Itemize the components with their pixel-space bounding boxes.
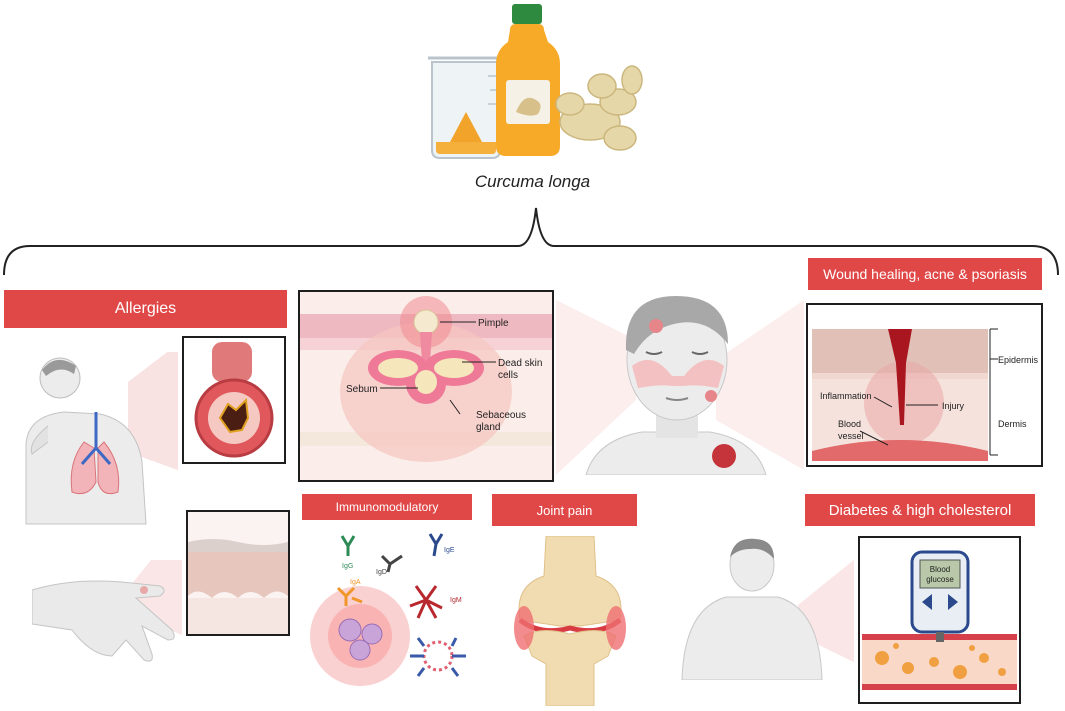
- blood-vessel-label-2: vessel: [838, 431, 864, 441]
- immunomodulatory-banner: Immunomodulatory: [302, 494, 472, 520]
- allergies-banner: Allergies: [4, 290, 287, 328]
- igd-label: IgD: [376, 569, 387, 576]
- epidermis-label: Epidermis: [998, 355, 1039, 365]
- sebaceous-label-2: gland: [476, 422, 500, 433]
- igd-antibody-icon: [380, 554, 403, 573]
- inflammation-label: Inflammation: [820, 391, 872, 401]
- glucose-meter-icon: [910, 550, 970, 642]
- meter-text-2: glucose: [926, 575, 954, 584]
- sebaceous-label: Sebaceous: [476, 410, 526, 421]
- dead-skin-label: Dead skin: [498, 358, 542, 369]
- scratching-hand-illustration: [32, 560, 182, 662]
- glucose-particles: [875, 643, 1006, 679]
- diabetes-banner: Diabetes & high cholesterol: [805, 494, 1035, 526]
- inflamed-airway-illustration: [194, 342, 274, 458]
- antibody-complex-icon: [410, 637, 466, 677]
- iga-antibody-icon: [336, 586, 363, 606]
- wound-skin-panel: Epidermis Dermis Inflammation Injury Blo…: [806, 303, 1043, 467]
- airway-inset: [182, 336, 286, 464]
- diagram-title: Curcuma longa: [474, 172, 591, 191]
- sebum-label: Sebum: [346, 384, 378, 395]
- glucose-meter-panel: Blood glucose: [858, 536, 1021, 704]
- face-psoriasis-illustration: [556, 296, 804, 475]
- bottle-icon: [496, 4, 560, 156]
- wound-healing-banner: Wound healing, acne & psoriasis: [808, 258, 1042, 290]
- obese-person-illustration: [681, 538, 854, 680]
- blood-vessel-label: Blood: [838, 419, 861, 429]
- ginger-root-icon: [555, 65, 643, 151]
- knee-joint-illustration: [514, 536, 626, 706]
- acne-skin-panel: Pimple Dead skin cells Sebum Sebaceous g…: [298, 290, 554, 482]
- meter-text-1: Blood: [930, 565, 950, 574]
- igm-label: IgM: [450, 597, 462, 604]
- pimple-label: Pimple: [478, 318, 509, 329]
- igg-label: IgG: [342, 563, 353, 570]
- skin-layer-inset: [186, 510, 290, 636]
- igg-antibody-icon: [340, 535, 356, 556]
- ige-antibody-icon: [428, 533, 444, 557]
- iga-label: IgA: [350, 579, 361, 586]
- ige-label: IgE: [444, 547, 455, 554]
- dermis-label: Dermis: [998, 419, 1027, 429]
- injury-label: Injury: [942, 401, 965, 411]
- bracket-connector: [3, 207, 1059, 276]
- igm-antibody-icon: [409, 585, 443, 619]
- dead-skin-label-2: cells: [498, 370, 518, 381]
- coughing-man-illustration: [25, 352, 178, 525]
- antibodies-illustration: IgG IgD IgE IgA IgM: [310, 533, 466, 686]
- curcuma-products-illustration: [428, 4, 643, 159]
- joint-pain-banner: Joint pain: [492, 494, 637, 526]
